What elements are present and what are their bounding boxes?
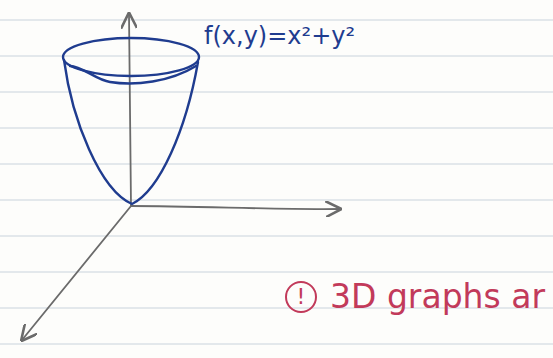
paraboloid	[63, 38, 199, 204]
axes	[22, 14, 340, 340]
note-text: 3D graphs ar	[330, 280, 545, 313]
function-label: f(x,y)=x²+y²	[204, 24, 355, 48]
ruled-lines	[0, 20, 553, 344]
warning-circle	[286, 282, 316, 312]
warning-mark: !	[297, 286, 306, 308]
